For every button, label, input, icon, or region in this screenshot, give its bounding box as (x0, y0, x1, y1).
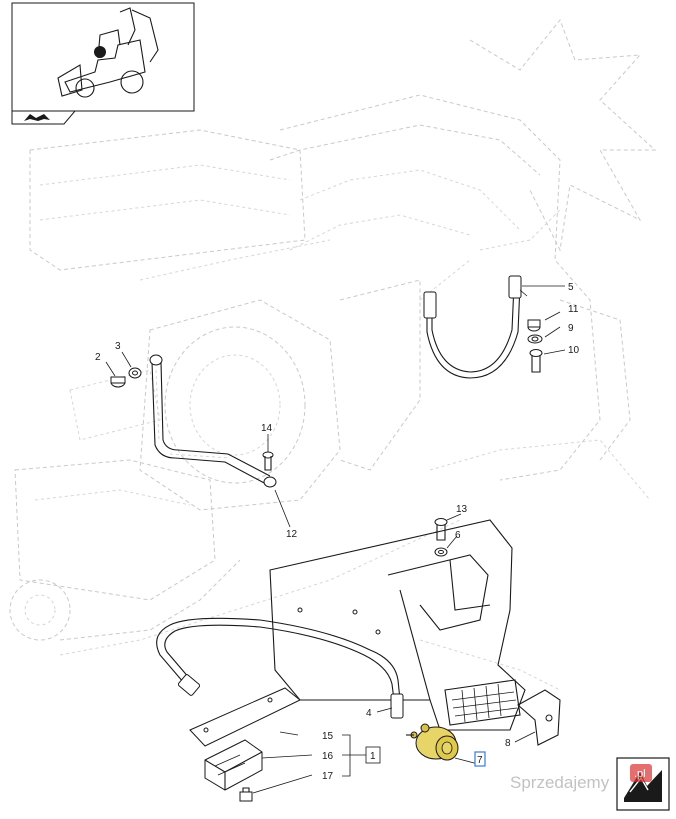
callouts: 5 11 9 10 2 3 14 12 13 6 4 8 15 16 17 1 … (95, 282, 580, 782)
callout-1[interactable]: 1 (365, 746, 381, 764)
nut-2 (110, 376, 126, 388)
callout-16[interactable]: 16 (322, 751, 334, 762)
watermark-badge: .pl (634, 768, 646, 780)
cable-4 (156, 617, 404, 719)
engine-ghost-outline (9, 19, 657, 656)
callout-6[interactable]: 6 (455, 530, 461, 541)
clip-17 (239, 787, 253, 802)
washer-6 (434, 547, 448, 557)
callout-10[interactable]: 10 (568, 345, 580, 356)
battery-cable-5 (423, 275, 522, 379)
washer-3 (128, 367, 142, 379)
callout-15[interactable]: 15 (322, 731, 334, 742)
callout-13[interactable]: 13 (456, 504, 468, 515)
watermark-text: Sprzedajemy (510, 773, 610, 792)
location-marker (94, 46, 106, 58)
thumbnail-box (11, 2, 195, 112)
housing-16 (204, 739, 263, 791)
callout-8[interactable]: 8 (505, 738, 511, 749)
washer-9 (527, 334, 543, 344)
callout-4[interactable]: 4 (366, 708, 372, 719)
cover-plate-15 (189, 687, 301, 747)
svg-text:7: 7 (477, 755, 483, 766)
backhoe-thumbnail (57, 7, 159, 98)
bracket-grille (444, 679, 521, 726)
mounting-bracket-8 (269, 519, 561, 746)
callout-3[interactable]: 3 (115, 341, 121, 352)
bolt-13 (434, 518, 448, 541)
callout-17[interactable]: 17 (322, 771, 334, 782)
callout-7[interactable]: 7 (474, 751, 486, 767)
callout-2[interactable]: 2 (95, 352, 101, 363)
book-arrow-icon[interactable] (11, 110, 77, 125)
solenoid-7 (406, 723, 459, 761)
svg-text:1: 1 (370, 751, 376, 762)
bolt-14 (262, 451, 274, 471)
callout-12[interactable]: 12 (286, 529, 298, 540)
callout-9[interactable]: 9 (568, 323, 574, 334)
nut-11 (527, 319, 541, 332)
callout-5[interactable]: 5 (568, 282, 574, 293)
leader-lines (105, 285, 566, 794)
watermark: Sprzedajemy .pl (510, 764, 652, 792)
callout-11[interactable]: 11 (568, 304, 579, 315)
callout-14[interactable]: 14 (261, 423, 273, 434)
ground-strap-12 (149, 354, 277, 488)
bolt-10 (529, 349, 543, 373)
